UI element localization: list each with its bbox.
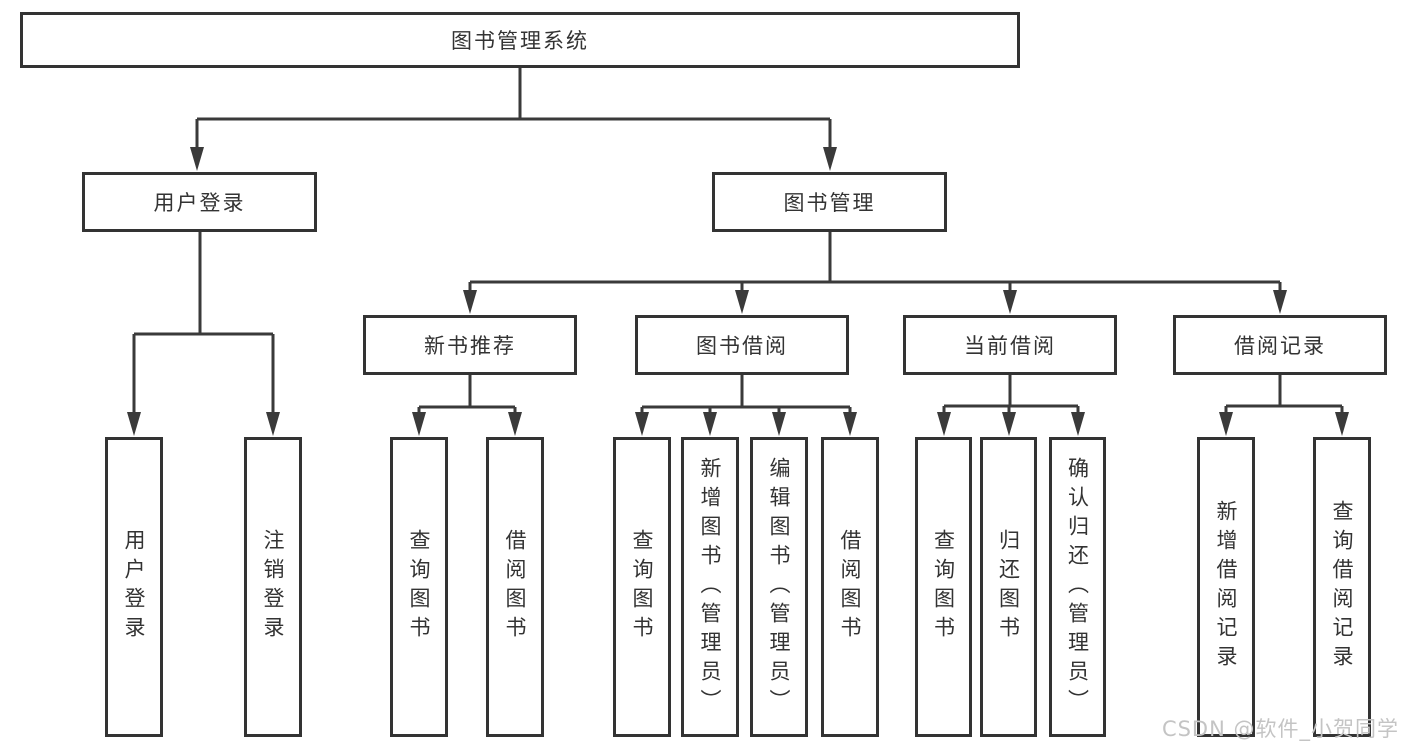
arrowhead bbox=[1071, 412, 1085, 436]
leaf-query-books-borrow: 查询图书 bbox=[613, 437, 671, 737]
arrowhead bbox=[1219, 412, 1233, 436]
arrowhead bbox=[463, 290, 477, 314]
csdn-watermark: CSDN @软件_小贺同学 bbox=[1161, 717, 1399, 741]
arrowhead bbox=[937, 412, 951, 436]
connector-new-book-recommend-to-leaves bbox=[417, 373, 517, 414]
arrowhead bbox=[703, 412, 717, 436]
connector-book-borrow-to-leaves bbox=[640, 373, 852, 414]
arrowhead bbox=[412, 412, 426, 436]
arrowheads bbox=[127, 147, 1349, 436]
leaf-confirm-return-admin: 确认归还（管理员） bbox=[1049, 437, 1106, 737]
arrowhead bbox=[266, 412, 280, 436]
connector-root-to-level2 bbox=[195, 66, 832, 150]
node-current-borrow: 当前借阅 bbox=[903, 315, 1117, 375]
arrowhead bbox=[1273, 290, 1287, 314]
leaf-user-login: 用户登录 bbox=[105, 437, 163, 737]
node-user-login: 用户登录 bbox=[82, 172, 317, 232]
node-book-borrow: 图书借阅 bbox=[635, 315, 849, 375]
arrowhead bbox=[508, 412, 522, 436]
leaf-query-borrow-record: 查询借阅记录 bbox=[1313, 437, 1371, 737]
connector-book-management-to-level3 bbox=[468, 230, 1282, 293]
arrowhead bbox=[1003, 290, 1017, 314]
leaf-borrow-books: 借阅图书 bbox=[821, 437, 879, 737]
arrowhead bbox=[823, 147, 837, 171]
connector-user-login-to-leaves bbox=[132, 230, 275, 414]
leaf-logout-login: 注销登录 bbox=[244, 437, 302, 737]
node-borrow-records: 借阅记录 bbox=[1173, 315, 1387, 375]
connector-current-borrow-to-leaves bbox=[942, 373, 1080, 414]
leaf-edit-books-admin: 编辑图书（管理员） bbox=[750, 437, 808, 737]
node-new-book-recommend: 新书推荐 bbox=[363, 315, 577, 375]
leaf-borrow-books-recommend: 借阅图书 bbox=[486, 437, 544, 737]
arrowhead bbox=[843, 412, 857, 436]
node-root-system: 图书管理系统 bbox=[20, 12, 1020, 68]
leaf-query-books-recommend: 查询图书 bbox=[390, 437, 448, 737]
arrowhead bbox=[735, 290, 749, 314]
leaf-add-borrow-record: 新增借阅记录 bbox=[1197, 437, 1255, 737]
leaf-return-books: 归还图书 bbox=[980, 437, 1037, 737]
arrowhead bbox=[127, 412, 141, 436]
arrowhead bbox=[1335, 412, 1349, 436]
arrowhead bbox=[772, 412, 786, 436]
arrowhead bbox=[635, 412, 649, 436]
leaf-add-books-admin: 新增图书（管理员） bbox=[681, 437, 739, 737]
connector-borrow-records-to-leaves bbox=[1224, 373, 1344, 414]
leaf-query-books-current: 查询图书 bbox=[915, 437, 972, 737]
arrowhead bbox=[190, 147, 204, 171]
node-book-management: 图书管理 bbox=[712, 172, 947, 232]
arrowhead bbox=[1002, 412, 1016, 436]
